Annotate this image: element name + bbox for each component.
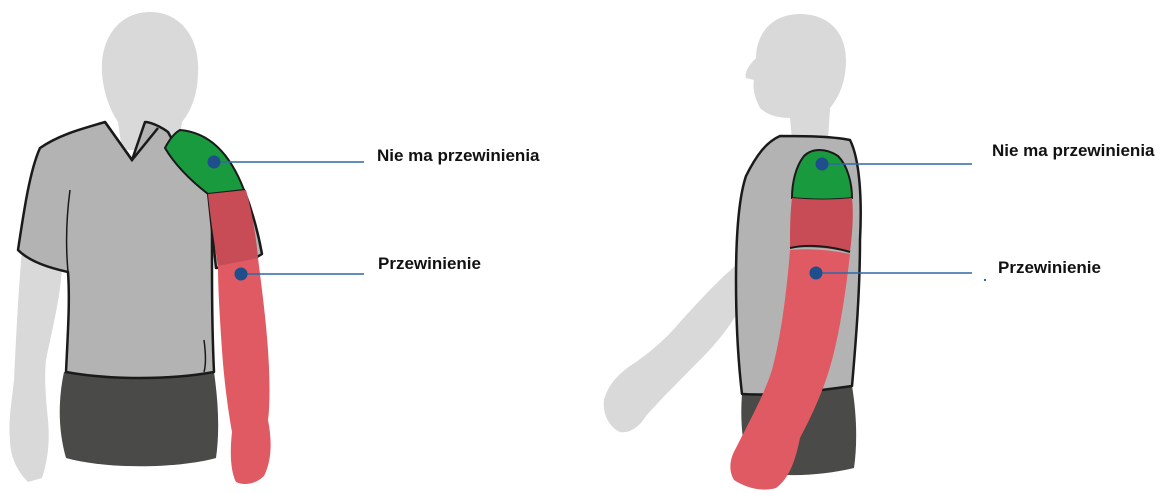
front-shorts xyxy=(59,372,219,467)
side-head xyxy=(745,14,846,140)
side-view-figure xyxy=(603,14,862,490)
side-foul-zone-lower xyxy=(730,249,850,490)
front-head xyxy=(101,12,199,150)
side-label-no-foul: Nie ma przewinienia xyxy=(992,141,1155,160)
front-annotations xyxy=(207,155,364,281)
side-label-foul: Przewinienie xyxy=(998,258,1101,277)
front-foul-zone-lower xyxy=(218,258,271,484)
front-no-foul-zone xyxy=(163,128,246,196)
front-collar xyxy=(103,121,159,163)
side-back-arm xyxy=(603,262,744,433)
front-view-figure xyxy=(9,12,271,484)
side-marker-no-foul xyxy=(815,157,829,171)
side-sleeve-hem xyxy=(789,244,851,253)
front-left-arm xyxy=(9,250,63,482)
side-marker-foul xyxy=(809,266,823,280)
side-foul-zone-upper xyxy=(790,198,853,252)
front-label-no-foul: Nie ma przewinienia xyxy=(377,146,540,165)
front-fold-1 xyxy=(65,189,71,273)
front-fold-2 xyxy=(203,339,207,373)
front-foul-zone-upper xyxy=(208,190,258,266)
side-stray-dot xyxy=(984,279,986,281)
front-label-foul: Przewinienie xyxy=(378,254,481,273)
side-annotations xyxy=(809,157,986,281)
front-marker-no-foul xyxy=(207,155,221,169)
front-marker-foul xyxy=(234,267,248,281)
